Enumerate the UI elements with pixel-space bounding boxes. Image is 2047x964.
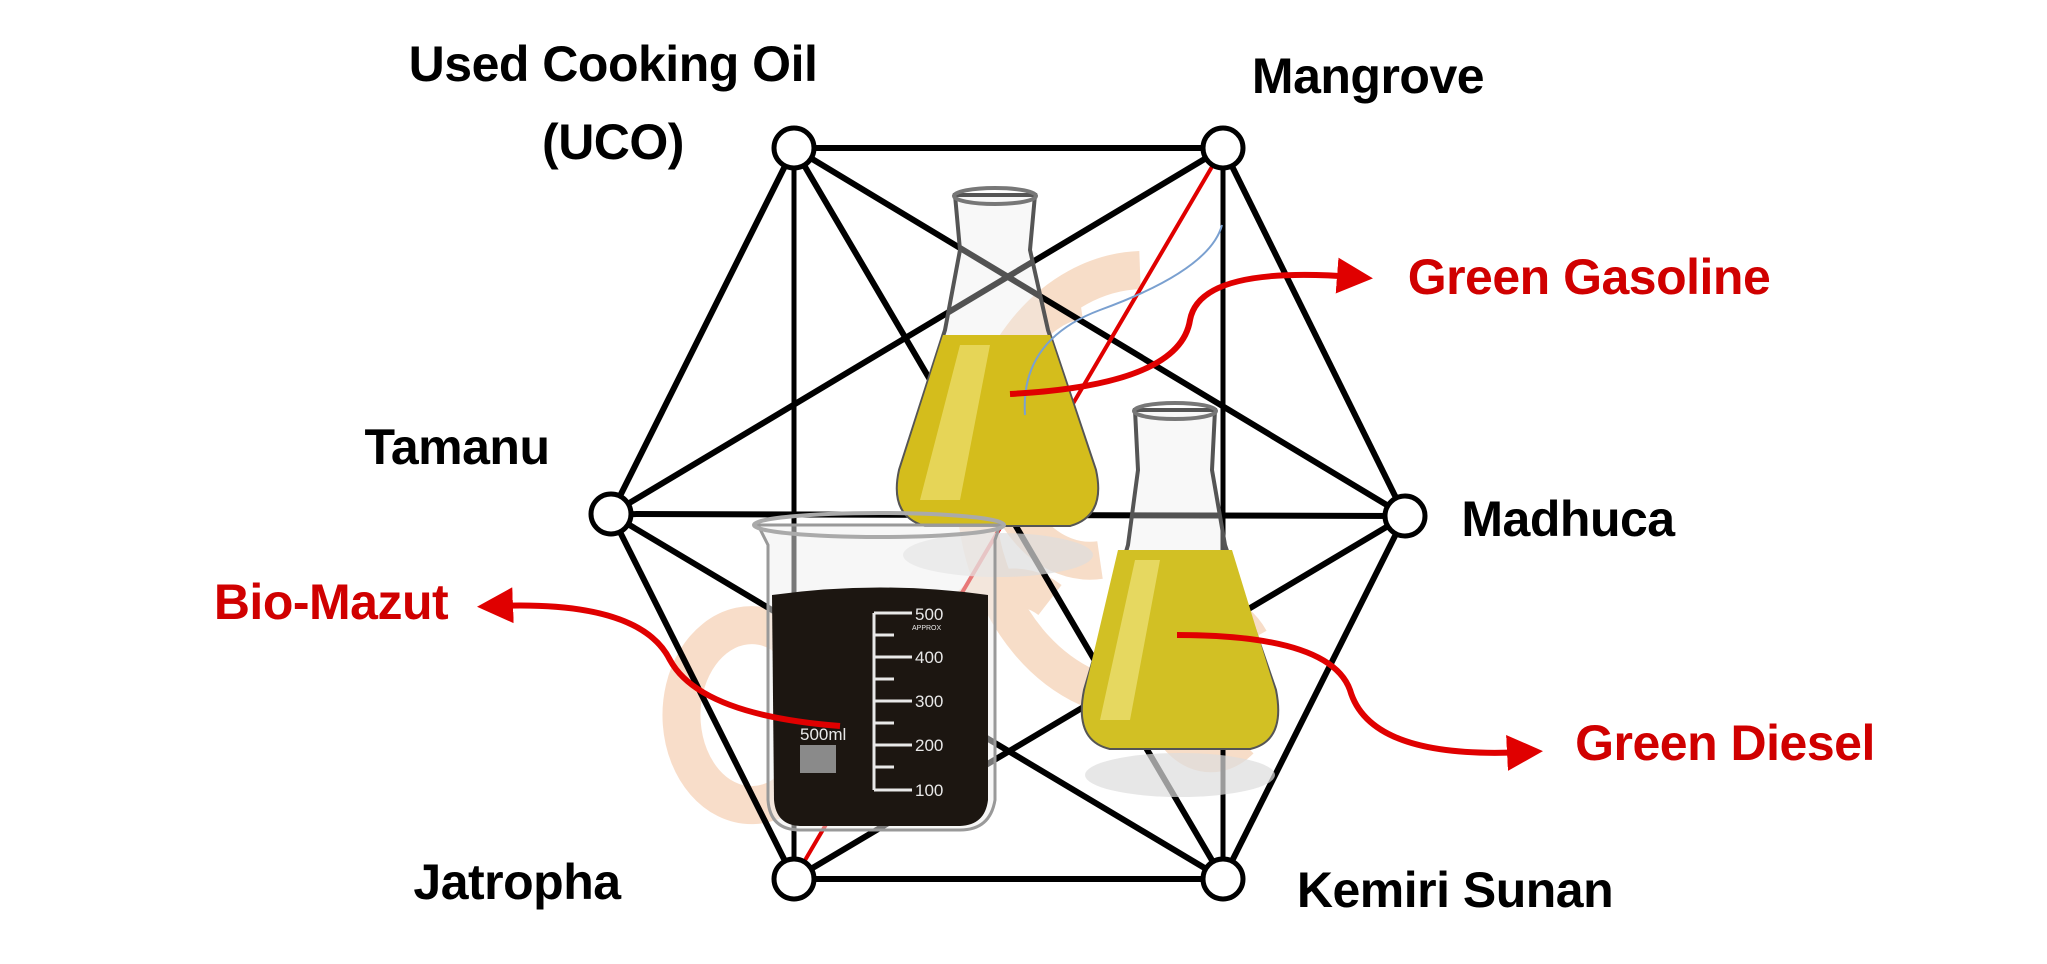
arrow-green-diesel (1176, 632, 1543, 771)
node-jatropha (771, 856, 817, 902)
label-madhuca: Madhuca (1461, 491, 1675, 547)
label-green-diesel: Green Diesel (1575, 715, 1875, 771)
beaker-approx: APPROX (912, 625, 942, 632)
beaker-scale-100: 100 (915, 781, 943, 800)
edge-mangrove-madhuca (1220, 146, 1408, 518)
label-kemiri-sunan: Kemiri Sunan (1296, 862, 1614, 918)
label-tamanu: Tamanu (364, 419, 551, 475)
label-uco: Used Cooking Oil (408, 36, 818, 92)
node-kemiri (1200, 856, 1246, 902)
node-uco (771, 125, 817, 171)
label-mangrove: Mangrove (1251, 48, 1485, 104)
label-bio-mazut: Bio-Mazut (213, 574, 449, 630)
arrow-bio-mazut (477, 587, 841, 729)
label-uco-abbrev: (UCO) (542, 114, 684, 170)
blue-arrow (1023, 224, 1223, 416)
flask-green-gasoline (895, 186, 1100, 577)
arrow-green-gasoline (1009, 257, 1373, 397)
label-green-gasoline: Green Gasoline (1407, 249, 1771, 305)
beaker-scale-400: 400 (915, 648, 943, 667)
edge-madhuca-kemiri (1220, 514, 1408, 881)
beaker-bio-mazut: 500 APPROX 400 300 200 100 500ml (752, 511, 1006, 832)
beaker-volume-label: 500ml (800, 725, 846, 744)
network-nodes (588, 125, 1428, 902)
edge-mangrove-tamanu (609, 145, 1225, 517)
beaker-scale-300: 300 (915, 692, 943, 711)
label-jatropha: Jatropha (413, 854, 621, 910)
edge-tamanu-uco (608, 146, 797, 516)
beaker-label-patch (800, 745, 836, 773)
edge-jatropha-tamanu (608, 512, 797, 881)
node-tamanu (588, 491, 634, 537)
beaker-scale-500: 500 (915, 605, 943, 624)
beaker-scale-200: 200 (915, 736, 943, 755)
edge-uco-madhuca (792, 145, 1407, 519)
node-mangrove (1200, 125, 1246, 171)
flask-green-diesel (1080, 401, 1280, 797)
node-madhuca (1382, 493, 1428, 539)
beaker-scale-ticks (872, 611, 912, 792)
